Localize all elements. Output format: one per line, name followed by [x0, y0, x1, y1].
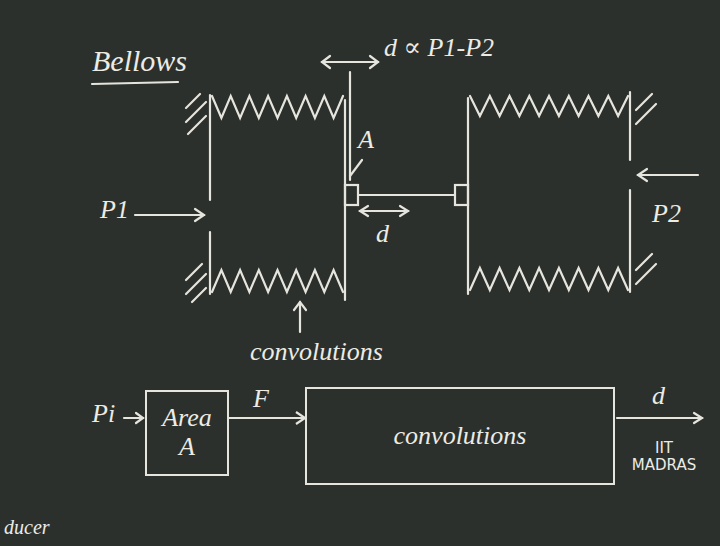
- connector-line: [229, 417, 305, 419]
- pressure-label: P1: [100, 196, 129, 225]
- rod-clamp: [455, 185, 468, 205]
- leader-line: [350, 160, 362, 176]
- process-box: convolutions: [305, 387, 615, 485]
- end-wall: [209, 232, 211, 294]
- arrow-head: [136, 413, 143, 423]
- rod-clamp: [345, 185, 358, 205]
- connector-arrow: [229, 412, 305, 424]
- hatch: [192, 288, 206, 302]
- hatch: [186, 264, 202, 280]
- title-underline: [92, 82, 178, 84]
- watermark: IIT MADRAS: [624, 440, 704, 473]
- leader-arrow: [299, 302, 301, 332]
- area-label: A: [358, 126, 374, 155]
- arrow-head: [638, 169, 647, 181]
- formula: d ∝ P1-P2: [384, 34, 494, 63]
- arrow-head: [370, 56, 378, 68]
- displacement-label: d: [376, 220, 389, 249]
- bellows-convolution: [212, 96, 343, 118]
- hatch: [636, 94, 652, 110]
- bellows-convolution: [470, 268, 628, 290]
- arrow-head: [294, 302, 306, 310]
- hatch: [636, 254, 652, 270]
- end-wall: [629, 92, 631, 160]
- output-label: d: [652, 382, 665, 411]
- process-box: Area A: [145, 390, 229, 476]
- box-text: Area A: [157, 404, 217, 461]
- part-label: convolutions: [250, 338, 383, 367]
- connecting-rod: [358, 194, 455, 196]
- arrow-head: [694, 413, 702, 423]
- moving-plate: [467, 98, 469, 294]
- pressure-label: P2: [652, 200, 681, 229]
- hatch: [636, 264, 656, 284]
- arrow-head: [360, 206, 368, 216]
- arrow-head: [400, 206, 408, 216]
- displacement-arrow: [360, 210, 408, 212]
- hatch: [636, 104, 656, 124]
- arrow-head: [296, 412, 305, 424]
- input-label: Pi: [92, 400, 115, 429]
- title: Bellows: [92, 44, 187, 77]
- bellows-convolution: [470, 96, 628, 116]
- bellows-convolution: [212, 270, 343, 292]
- end-wall: [209, 95, 211, 200]
- hatch: [186, 94, 200, 108]
- arrow-head: [195, 209, 204, 221]
- box-text: convolutions: [394, 422, 527, 451]
- displacement-arrow: [322, 61, 378, 63]
- cut-off-text: ducer: [4, 516, 50, 538]
- pressure-arrow: [638, 174, 698, 176]
- edge-label: F: [253, 385, 269, 414]
- arrow-head: [322, 56, 330, 68]
- hatch: [188, 116, 206, 134]
- output-arrow: [617, 417, 702, 419]
- end-wall: [629, 190, 631, 292]
- pressure-arrow: [135, 214, 204, 216]
- pointer-rod: [349, 72, 351, 180]
